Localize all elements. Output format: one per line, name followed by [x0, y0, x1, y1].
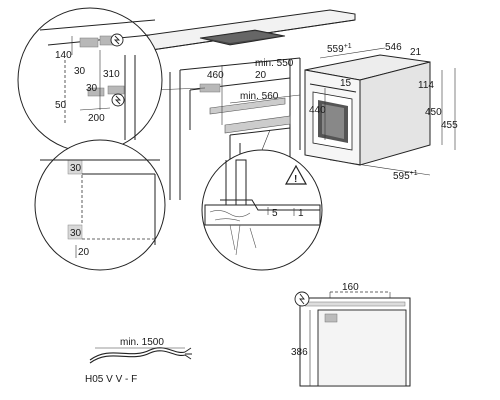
dim-546: 546 [385, 42, 402, 53]
dim-1: 1 [298, 208, 304, 219]
dim-455: 455 [441, 120, 458, 131]
warning-triangle-icon: ! [284, 164, 308, 185]
plug-socket-icon [111, 93, 125, 107]
dim-30-c: 30 [70, 163, 82, 174]
dim-460: 460 [207, 70, 224, 81]
dim-114: 114 [418, 80, 434, 91]
dim-595: 595+1 [393, 170, 418, 182]
dim-450: 450 [425, 107, 442, 118]
dim-5: 5 [272, 208, 278, 219]
dim-20-b: 20 [78, 247, 90, 258]
dim-160: 160 [342, 282, 359, 293]
dim-min550: min. 550 [255, 58, 294, 69]
cabinet-dimensions: 460 min. 550 20 min. 560 [207, 58, 301, 125]
dim-140: 140 [55, 50, 72, 61]
dim-386: 386 [291, 347, 308, 358]
dim-440: 440 [309, 105, 326, 116]
detail-circle-socket: 140 30 310 30 50 200 [17, 7, 163, 153]
dim-200: 200 [88, 113, 105, 124]
dim-21: 21 [410, 47, 422, 58]
oven-drawing: 559+1 546 21 15 440 114 450 455 595+1 [304, 42, 458, 182]
dim-30-b: 30 [86, 83, 98, 94]
plug-socket-icon [294, 291, 310, 307]
dim-min560: min. 560 [240, 91, 279, 102]
plug-socket-icon [110, 33, 124, 47]
detail-circle-corners: 30 30 20 [34, 139, 166, 271]
dim-310: 310 [103, 69, 120, 80]
dim-30-d: 30 [70, 228, 82, 239]
side-view-drawing: 160 386 [291, 282, 411, 387]
dim-15: 15 [340, 78, 352, 89]
dim-50: 50 [55, 100, 67, 111]
dim-20-a: 20 [255, 70, 267, 81]
detail-circle-edge: ! 5 1 [201, 129, 323, 271]
dim-30-a: 30 [74, 66, 86, 77]
svg-text:!: ! [294, 174, 297, 185]
power-cable-drawing: min. 1500 H05 V V - F [85, 337, 192, 385]
cable-type-label: H05 V V - F [85, 374, 137, 385]
dim-min1500: min. 1500 [120, 337, 164, 348]
dim-559: 559+1 [327, 43, 352, 55]
